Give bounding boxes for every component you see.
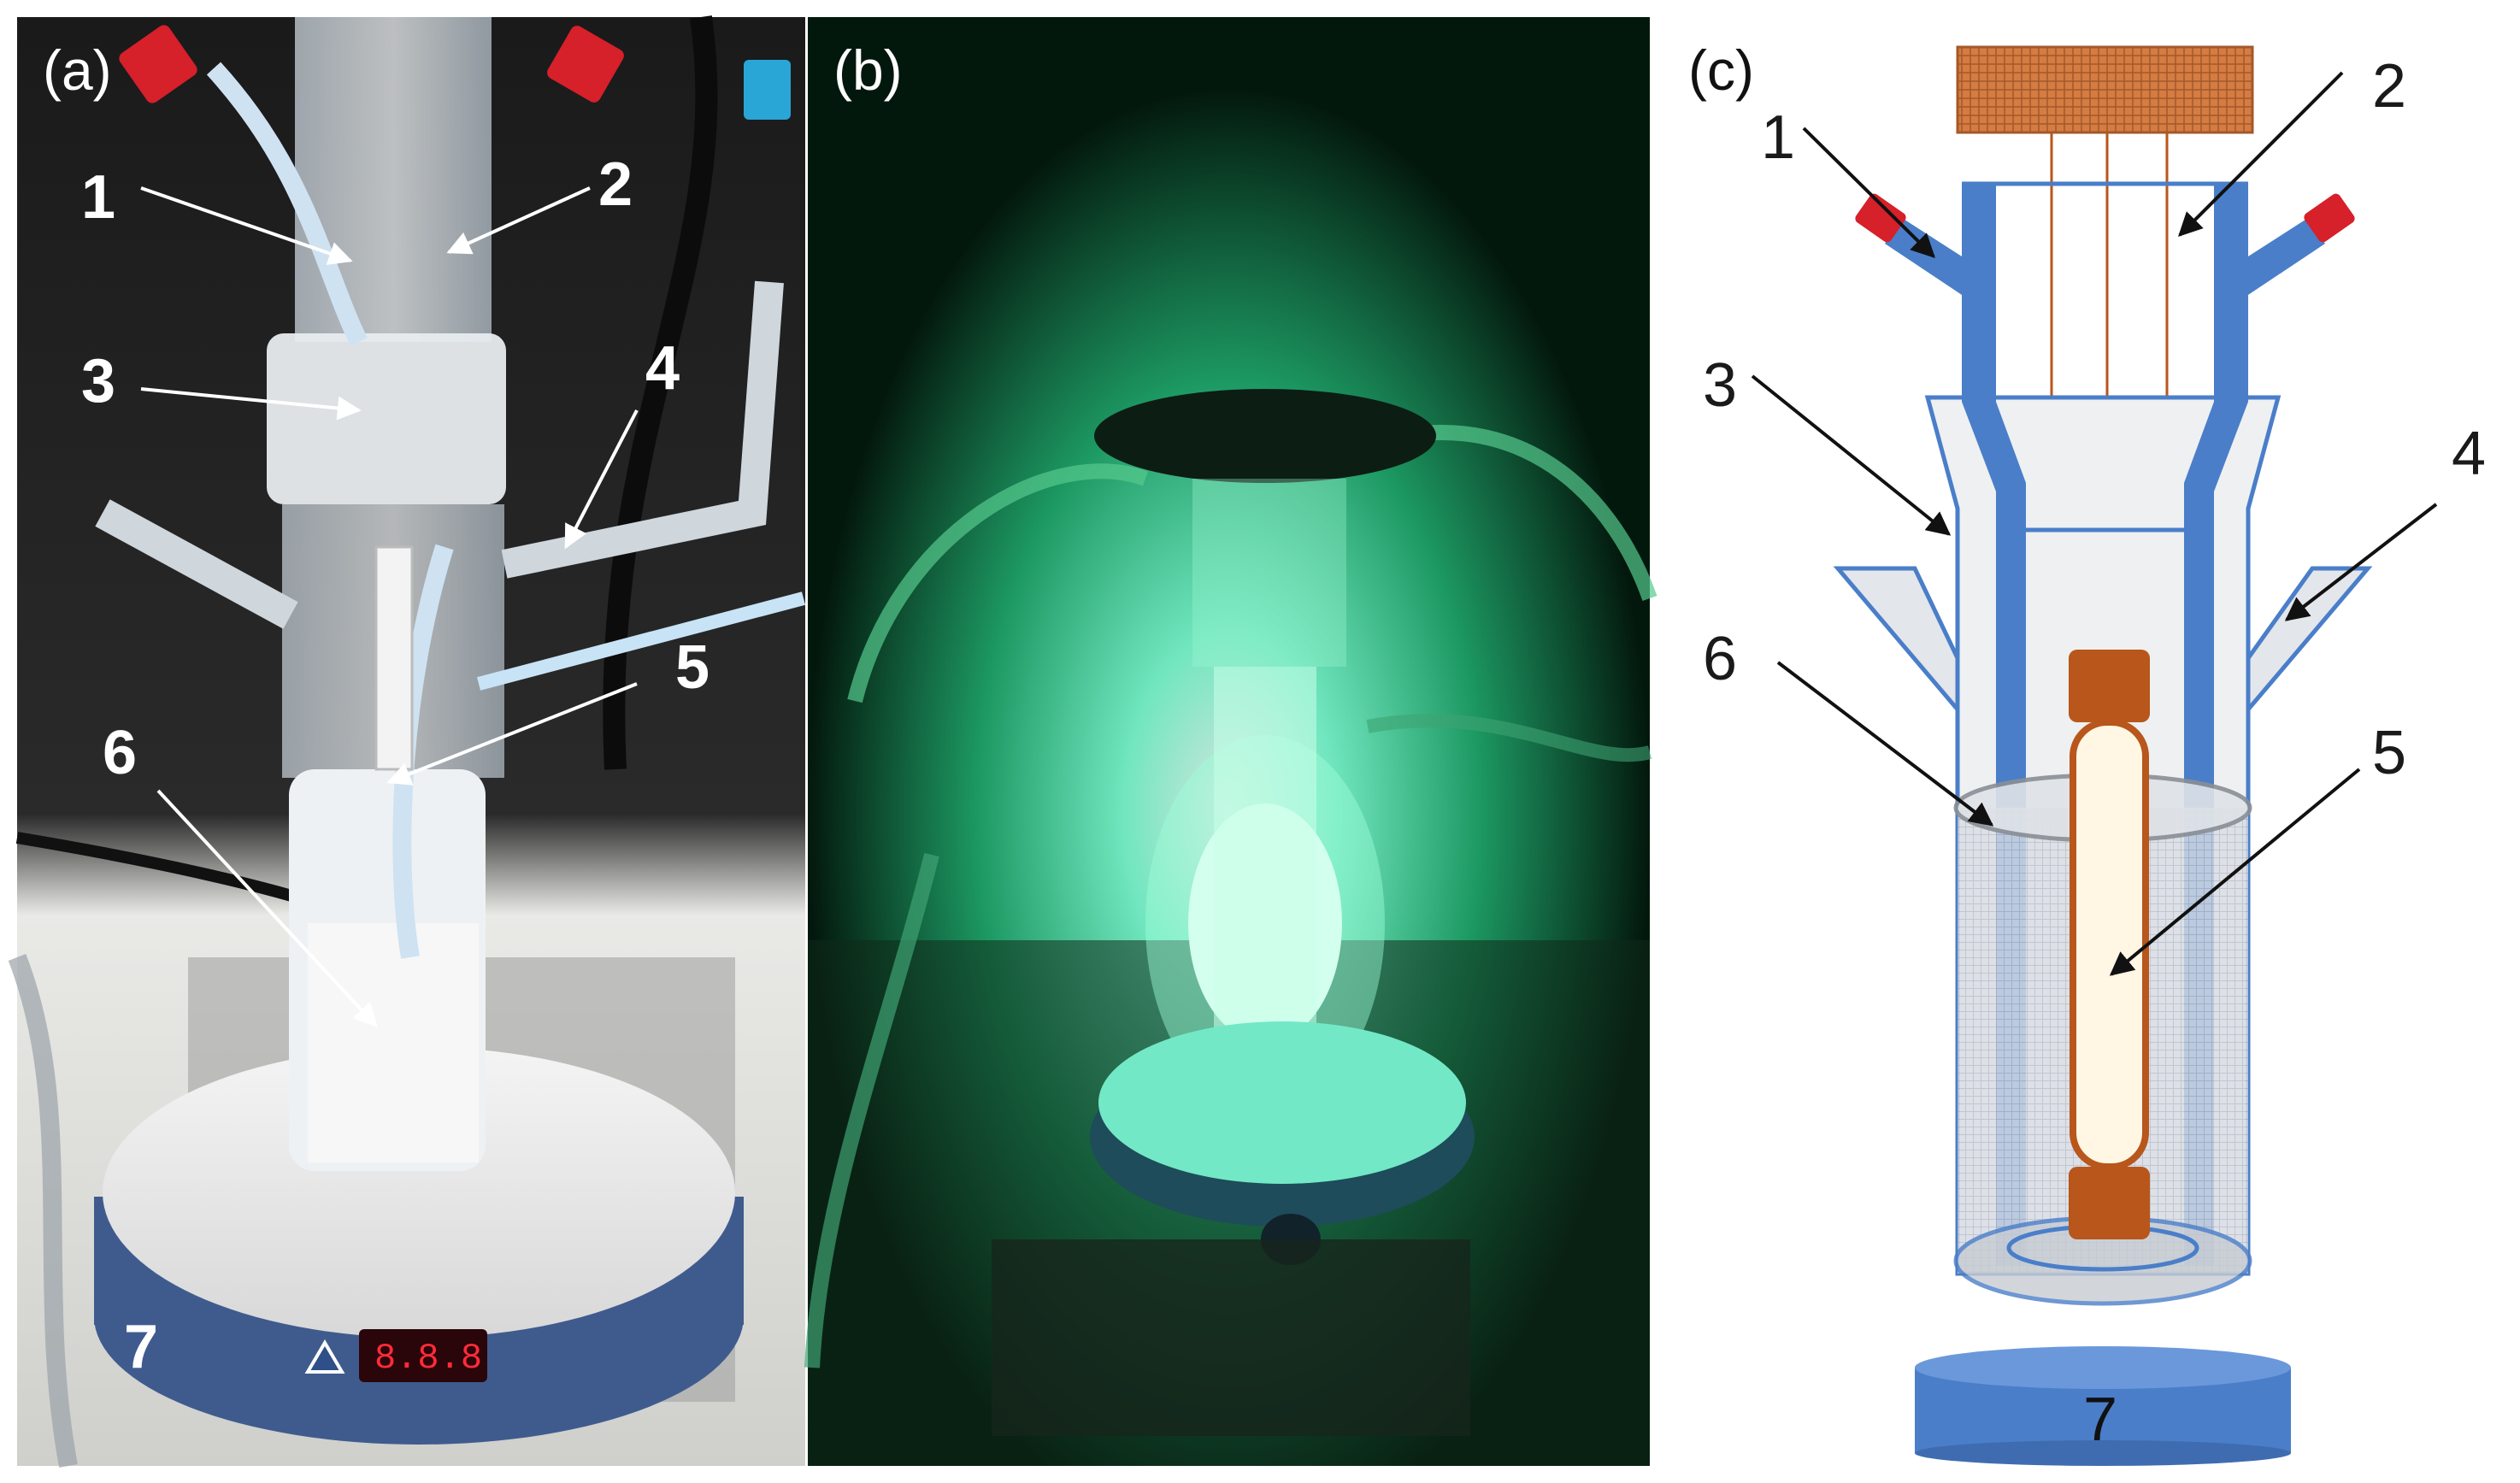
- display-reading: 8.8.8: [374, 1338, 482, 1379]
- callout-c-4: 4: [2452, 420, 2486, 488]
- side-arm-right: [2246, 566, 2373, 715]
- stirrer-base: [1915, 1346, 2291, 1466]
- uv-lamp: [2069, 650, 2150, 1239]
- callout-a-7: 7: [124, 1313, 158, 1381]
- callout-c-6: 6: [1703, 625, 1737, 693]
- callout-a-5: 5: [675, 633, 709, 702]
- panel-b-label: (b): [833, 38, 903, 102]
- panel-a-photo: 8.8.8: [8, 15, 806, 1468]
- reactor-glassware-a: [95, 17, 806, 1171]
- inlet-cap-left: [1855, 193, 1906, 243]
- panel-c-label: (c): [1688, 38, 1754, 102]
- callout-a-3: 3: [81, 347, 115, 415]
- callout-a-4: 4: [645, 334, 680, 403]
- side-arm-left: [1833, 566, 1960, 715]
- stirrer-plate-a: 8.8.8: [94, 957, 744, 1445]
- power-supply-block: [1956, 45, 2254, 134]
- inlet-cap-right: [2304, 193, 2355, 243]
- callout-c-1: 1: [1761, 103, 1795, 172]
- callout-c-2: 2: [2372, 52, 2406, 121]
- panel-b-photo: (b): [804, 17, 1657, 1466]
- panel-c-callouts: 1 2 3 4 5 6 7: [1703, 52, 2486, 1454]
- warning-icon: [304, 1339, 345, 1374]
- callout-a-1: 1: [81, 163, 115, 232]
- callout-c-7: 7: [2083, 1386, 2117, 1454]
- inlet-arm-right: [2248, 218, 2325, 295]
- callout-c-3: 3: [1703, 351, 1737, 420]
- panel-c-schematic: (c): [1688, 38, 2486, 1466]
- callout-a-2: 2: [598, 150, 633, 219]
- callout-c-5: 5: [2372, 719, 2406, 787]
- panel-a-label: (a): [43, 38, 112, 102]
- callout-a-6: 6: [103, 719, 137, 787]
- panel-a-callouts: 1 2 3 4 5 6 7: [81, 150, 709, 1381]
